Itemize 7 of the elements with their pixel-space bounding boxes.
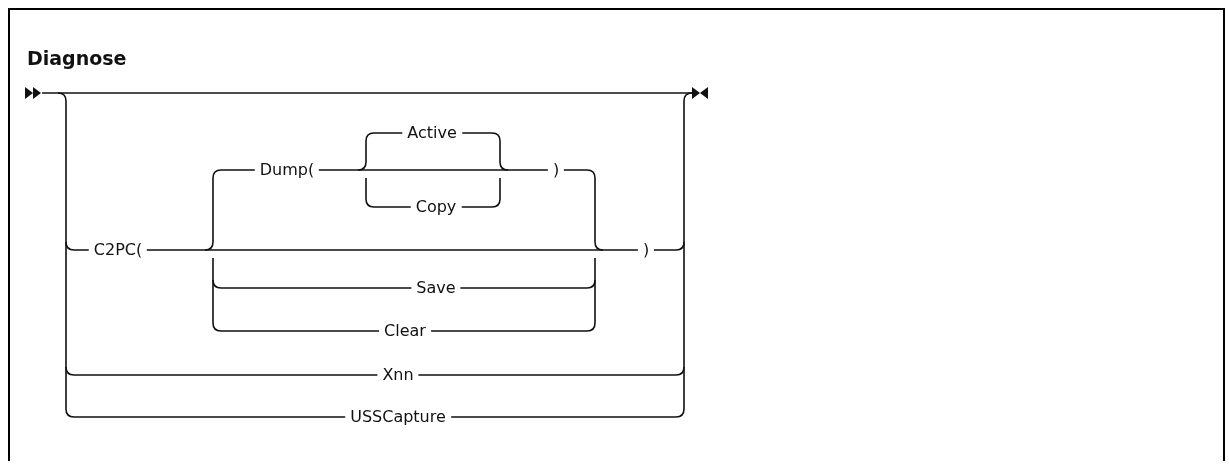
- diagram-title: Diagnose: [27, 47, 127, 69]
- keyword-text: Dump(: [254, 160, 320, 180]
- keyword-text: C2PC(: [88, 240, 148, 260]
- parenthesis-text: ): [637, 240, 655, 260]
- parenthesis-text: ): [547, 160, 565, 180]
- keyword-text: Copy: [410, 197, 462, 217]
- keyword-text: USSCapture: [345, 407, 451, 427]
